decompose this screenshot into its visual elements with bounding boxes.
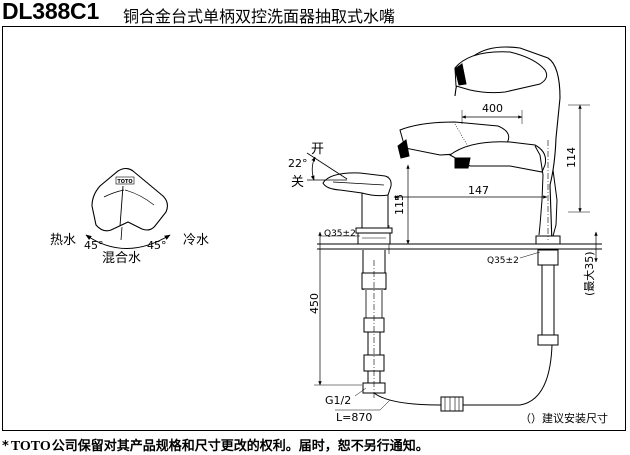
open-label: 开 <box>311 142 324 157</box>
toto-badge-text: TOTO <box>117 179 132 185</box>
spout-nozzle-docked <box>454 157 471 169</box>
leader-hose-length-tip <box>379 399 391 411</box>
spout-neck-front <box>534 145 544 236</box>
angle-right-label: 45° <box>147 239 167 252</box>
supply-pipe-lower <box>365 290 383 320</box>
spout-nozzle-raised <box>454 63 467 86</box>
angle-left-label: 45° <box>84 239 104 252</box>
close-label: 关 <box>291 175 304 190</box>
lever-handle-side <box>322 172 392 197</box>
dim-147-label: 147 <box>468 184 489 197</box>
footer-notice: *TOTO公司保留对其产品规格和尺寸更改的权利。届时，恕不另行通知。 <box>2 435 429 455</box>
lever-crease-left <box>103 189 125 198</box>
cold-water-label: 冷水 <box>183 233 209 248</box>
lever-diagram: TOTO 热水 冷水 混合水 45° 45° <box>50 167 209 266</box>
lever-crease-right <box>124 189 155 206</box>
drawing-frame <box>2 26 626 431</box>
rotation-arc <box>85 234 171 249</box>
body-collar <box>355 227 393 234</box>
hose-length-label: L=870 <box>336 411 372 424</box>
lever-angle-label: 22° <box>288 157 308 170</box>
dim-400-label: 400 <box>482 102 503 115</box>
product-name: 铜合金台式单柄双控洗面器抽取式水嘴 <box>123 7 396 26</box>
lever-detail <box>332 181 385 186</box>
hose-weight-ribs <box>444 397 460 411</box>
dim-115-label: 115 <box>393 194 406 215</box>
recommend-note: （）建议安装尺寸 <box>520 411 608 425</box>
hot-water-label: 热水 <box>50 233 76 248</box>
thread-label: G1/2 <box>325 394 351 407</box>
title-bar: DL388C1 铜合金台式单柄双控洗面器抽取式水嘴 <box>0 0 630 26</box>
mixed-water-label: 混合水 <box>102 251 141 266</box>
spout-nozzle-pulled <box>397 139 410 159</box>
spout-shank-nut <box>537 334 559 346</box>
spout-shank <box>541 265 555 345</box>
lever-handle-top <box>91 167 169 232</box>
deck-hole-right-label: Q35±2 <box>487 256 519 266</box>
footer-text: 公司保留对其产品规格和尺寸更改的权利。届时，恕不另行通知。 <box>51 439 429 454</box>
footer-star: * <box>2 439 9 454</box>
hose-weight <box>440 396 464 412</box>
spout-head-docked <box>449 141 546 173</box>
faucet-side-view <box>306 46 602 412</box>
dim-114-label: 114 <box>565 147 578 168</box>
dim-450-label: 450 <box>308 293 321 314</box>
leader-g12 <box>354 387 367 397</box>
dim-max35-label: (最大35) <box>582 251 596 296</box>
spout-head-raised <box>454 51 548 94</box>
lever-ridge <box>119 185 124 227</box>
spout-nut <box>537 249 559 266</box>
lever-angle-arc <box>310 156 316 181</box>
hose-pull-texture <box>454 123 471 151</box>
pull-out-hose <box>373 344 553 406</box>
spout-neck-back <box>552 169 558 237</box>
model-number: DL388C1 <box>2 0 100 24</box>
leader-q35-right <box>519 251 541 259</box>
footer-brand: TOTO <box>10 439 51 454</box>
toto-badge <box>115 176 135 185</box>
deck-hole-left-label: Q35±2 <box>324 229 356 239</box>
center-mark <box>120 226 123 241</box>
mount-nut <box>357 232 391 245</box>
